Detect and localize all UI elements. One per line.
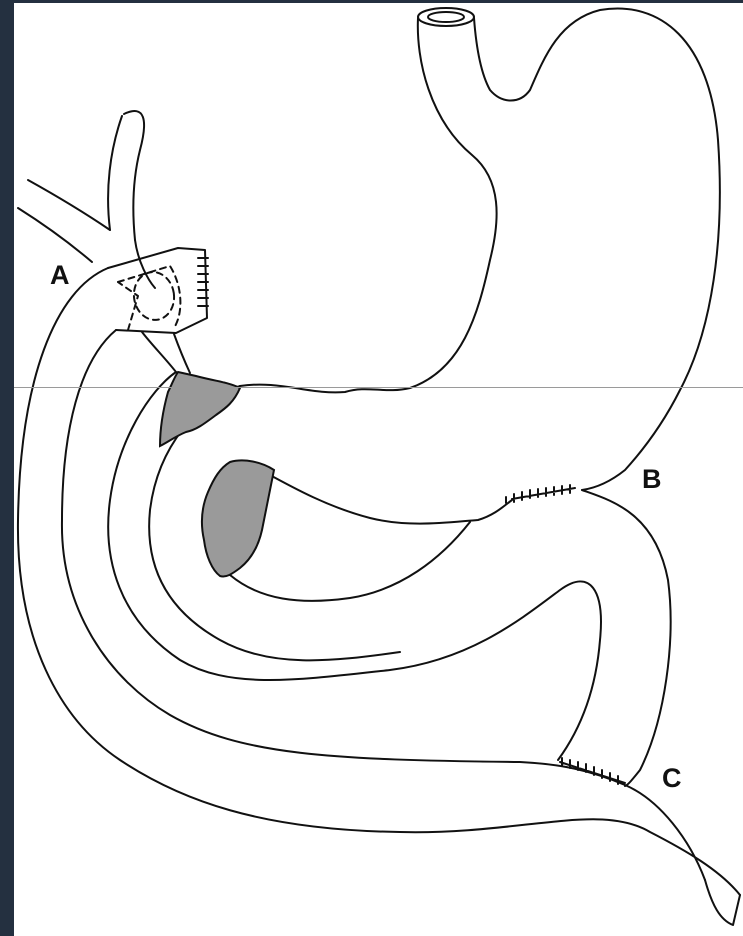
anastomosis-a-sutures [198, 258, 208, 306]
bile-duct-branch-left-lower [18, 208, 92, 262]
jejunal-loop-outer [18, 268, 740, 895]
cbd-to-duodenum [142, 332, 190, 373]
limb-to-b-upper [246, 462, 512, 524]
reference-line [14, 387, 743, 388]
esophagus-opening [418, 8, 474, 26]
label-b: B [642, 466, 662, 493]
jejunal-loop-inner [62, 330, 705, 880]
jejunal-limb-end [705, 880, 740, 925]
label-a: A [50, 262, 70, 289]
stomach-outline [240, 9, 720, 490]
limb-to-b-lower [230, 522, 470, 601]
anastomosis-a-inner [118, 266, 180, 328]
shaded-area-upper [160, 372, 240, 446]
shaded-area-lower [202, 460, 274, 576]
bile-duct-branch-right-inner [108, 116, 122, 230]
bile-duct-branch-right [124, 111, 144, 240]
esophagus-lumen [428, 12, 464, 22]
limb-b-to-c-outer [582, 490, 671, 786]
anastomosis-c-sutures [560, 758, 625, 784]
anastomosis-b-sutures [506, 485, 575, 503]
label-c: C [662, 765, 682, 792]
